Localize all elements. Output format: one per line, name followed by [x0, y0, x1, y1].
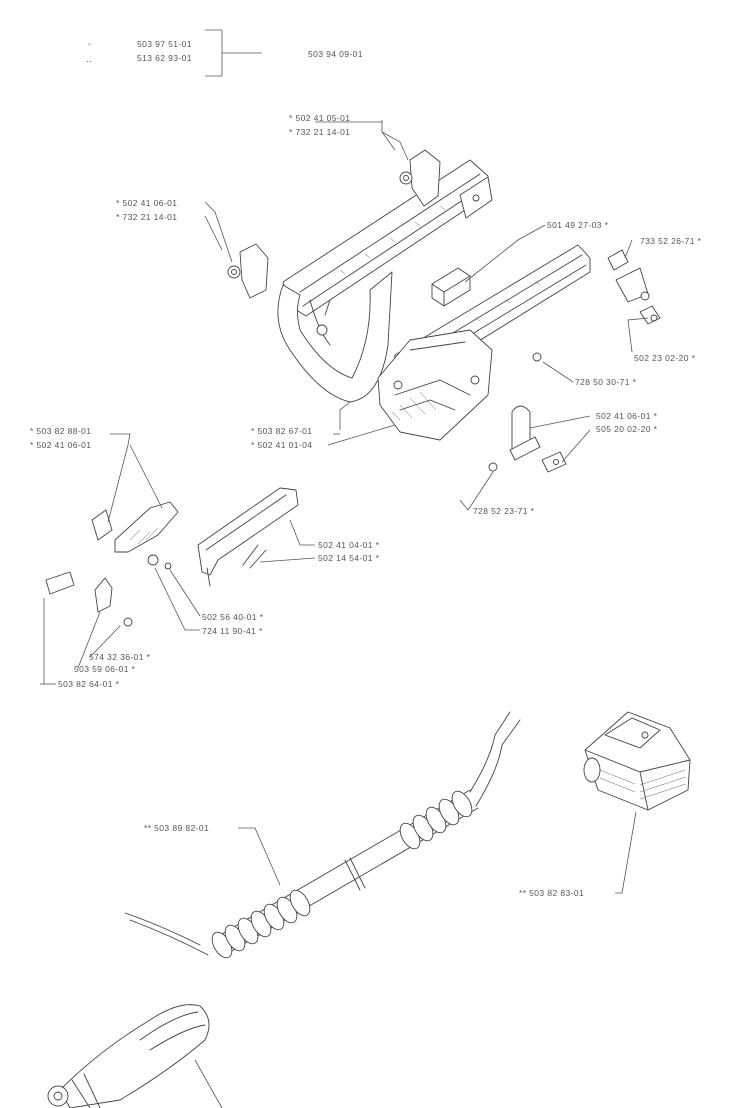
part-label: 503 82 64-01 *	[58, 679, 120, 689]
part-label: * 732 21 14-01	[289, 127, 350, 137]
part-label: 733 52 26-71 *	[640, 236, 702, 246]
part-label: * 503 82 88-01	[30, 426, 91, 436]
part-label: * 502 41 01-04	[251, 440, 312, 450]
leader-lines	[43, 120, 649, 684]
connector-block	[583, 711, 691, 811]
kit-marker-1: ◦	[88, 39, 91, 49]
coil-cable	[124, 711, 521, 959]
handle-grip	[47, 1004, 210, 1108]
front-handle-frame	[277, 159, 591, 441]
clamp-part	[399, 149, 441, 207]
part-label: ** 503 82 83-01	[519, 888, 584, 898]
part-label: 502 56 40-01 *	[202, 612, 264, 622]
part-label: 502 23 02-20 *	[634, 353, 696, 363]
part-labels: * 502 41 05-01 * 732 21 14-01 * 502 41 0…	[30, 113, 702, 898]
leader-line	[194, 1059, 223, 1108]
leader-line	[238, 827, 281, 886]
bolt-part	[607, 249, 661, 325]
part-label: 502 41 04-01 *	[318, 540, 380, 550]
part-label: 503 59 06-01 *	[74, 664, 136, 674]
kit-bracket	[205, 29, 262, 77]
part-label: 501 49 27-03 *	[547, 220, 609, 230]
part-label: * 502 41 06-01	[30, 440, 91, 450]
part-label: * 732 21 14-01	[116, 212, 177, 222]
kit-part-number: 513 62 93-01	[137, 53, 192, 63]
part-label: 724 11 90-41 *	[202, 626, 263, 636]
screw-part	[532, 352, 542, 362]
throttle-lever	[197, 487, 299, 587]
kit-part-number: 503 97 51-01	[137, 39, 192, 49]
part-label: * 502 41 06-01	[116, 198, 177, 208]
switch-parts	[45, 571, 133, 627]
part-label: 505 20 02-20 *	[596, 424, 658, 434]
part-label: 574 32 36-01 *	[89, 652, 151, 662]
buffer-block	[431, 267, 471, 307]
part-label: * 503 82 67-01	[251, 426, 312, 436]
coil-spring	[211, 790, 473, 959]
part-label: 728 50 30-71 *	[575, 377, 637, 387]
part-label: 502 41 06-01 *	[596, 411, 658, 421]
part-label: 502 14 54-01 *	[318, 553, 380, 563]
part-label: * 502 41 05-01	[289, 113, 350, 123]
part-label: 728 52 23-71 *	[473, 506, 535, 516]
clamp-part	[227, 243, 269, 299]
kit-assembly-number: 503 94 09-01	[308, 49, 363, 59]
trigger-assembly	[91, 501, 179, 570]
kit-legend: ◦ ‥ 503 97 51-01 513 62 93-01 503 94 09-…	[86, 29, 363, 77]
kit-marker-2: ‥	[86, 54, 92, 64]
leader-line	[615, 811, 637, 894]
clamp-part	[488, 405, 567, 473]
part-label: ** 503 89 82-01	[144, 823, 209, 833]
